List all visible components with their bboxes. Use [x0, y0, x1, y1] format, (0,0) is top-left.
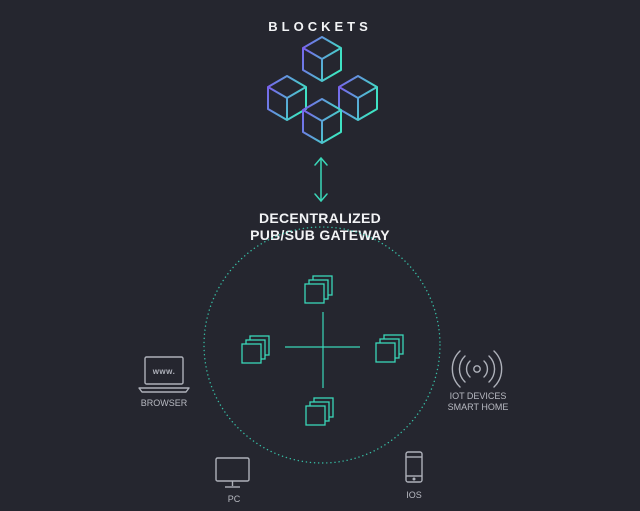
gateway-node-right	[375, 334, 404, 363]
blockets-cube-cluster	[267, 36, 378, 144]
iot-label: IOT DEVICES SMART HOME	[440, 391, 516, 413]
browser-screen-text: www.	[152, 367, 176, 376]
cube-icon	[267, 75, 307, 121]
gateway-title-line1: DECENTRALIZED	[258, 210, 382, 226]
wireless-signal-icon	[451, 350, 503, 388]
blockets-title: BLOCKETS	[268, 19, 372, 34]
gateway-node-bottom	[305, 397, 334, 426]
phone-icon	[405, 451, 423, 483]
pc-label: PC	[227, 494, 241, 504]
iot-label-line1: IOT DEVICES	[449, 391, 507, 401]
gateway-boundary-circle	[203, 226, 441, 464]
iot-label-line2: SMART HOME	[447, 402, 509, 412]
monitor-icon	[215, 457, 250, 488]
gateway-node-left	[241, 335, 270, 364]
browser-label: BROWSER	[140, 398, 188, 408]
gateway-title: DECENTRALIZED PUB/SUB GATEWAY	[0, 210, 640, 244]
laptop-icon	[138, 356, 190, 393]
cube-icon	[302, 98, 342, 144]
ios-label: IOS	[406, 490, 422, 500]
gateway-title-line2: PUB/SUB GATEWAY	[250, 227, 390, 243]
cube-icon	[302, 36, 342, 82]
gateway-node-top	[304, 275, 333, 304]
gateway-cross	[285, 312, 360, 388]
bidirectional-arrow-icon	[314, 157, 328, 202]
cube-icon	[338, 75, 378, 121]
